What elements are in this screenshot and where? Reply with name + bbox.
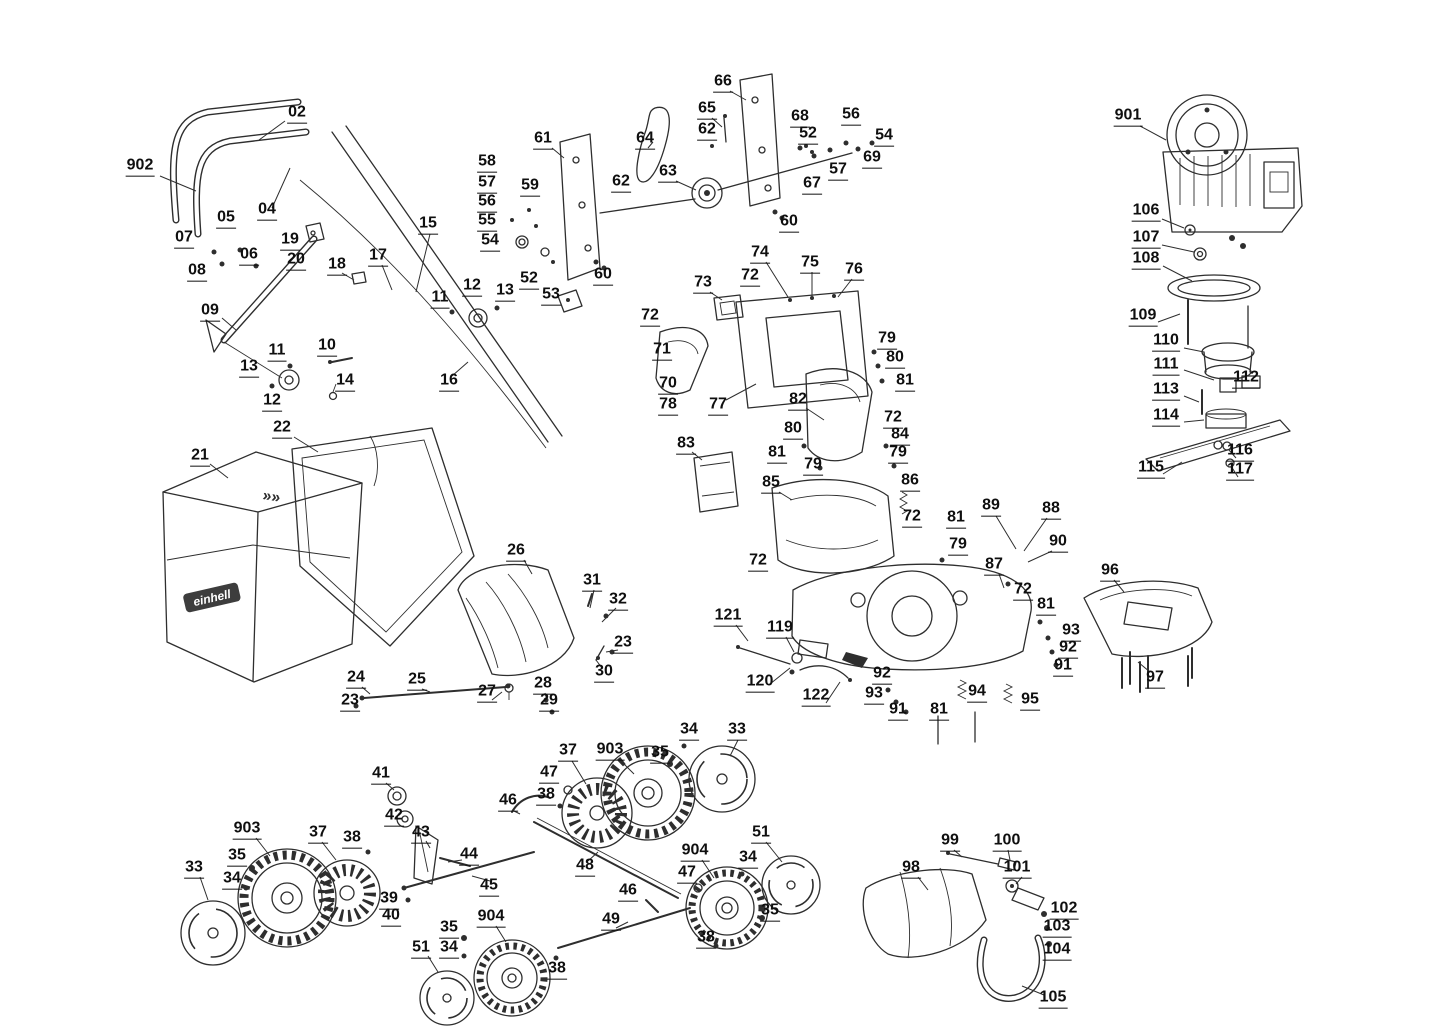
linkage-art [510, 73, 875, 313]
handle-assembly-art [169, 98, 563, 449]
brand-patch: einhell [183, 582, 241, 613]
grass-bag-art: »» einhell [162, 427, 615, 715]
blade-art [1145, 419, 1291, 472]
leader-lines [159, 90, 1239, 996]
wheels-art [180, 743, 821, 1026]
engine-art [1162, 94, 1303, 429]
bag-chevron-mark: »» [261, 487, 281, 507]
housing-art [655, 290, 908, 574]
deck-art [736, 557, 1213, 745]
mulch-plug-art [862, 851, 1052, 1002]
